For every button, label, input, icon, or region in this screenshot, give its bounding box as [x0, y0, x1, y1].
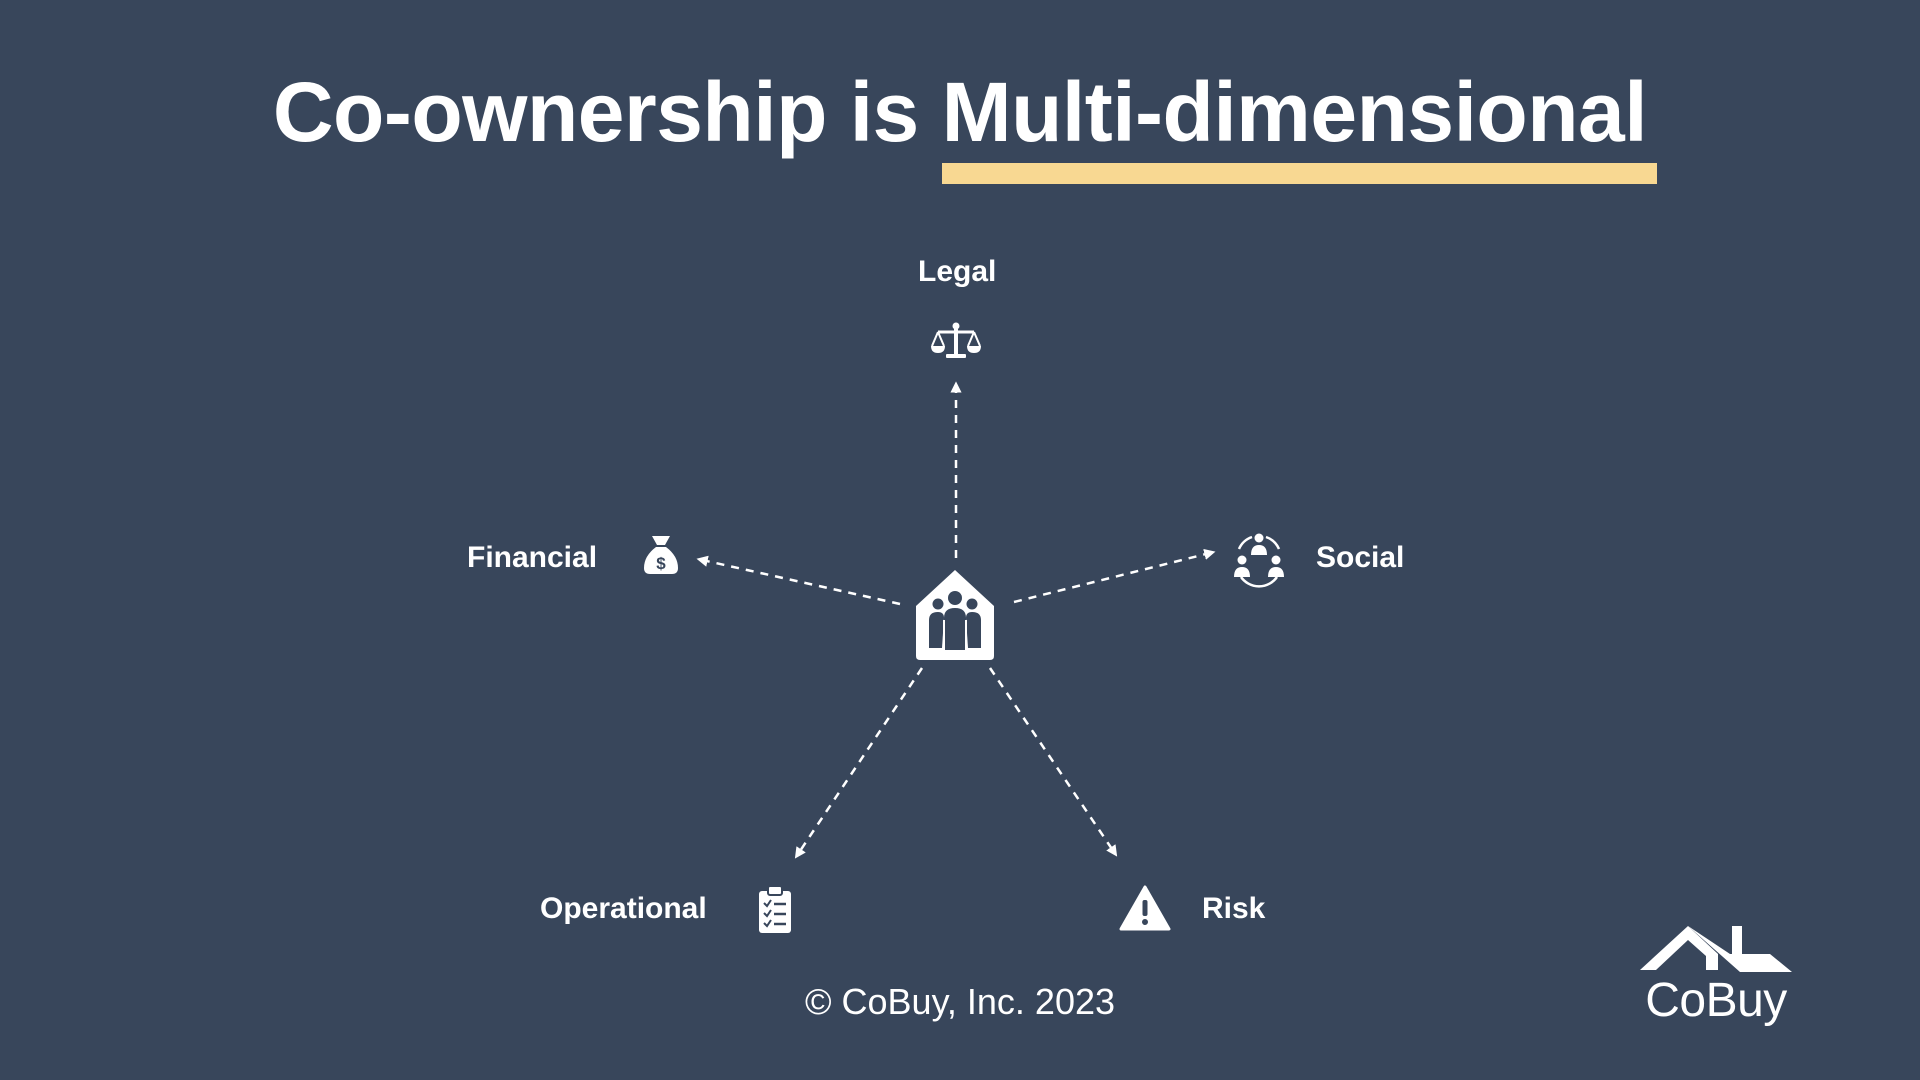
title-plain: Co-ownership is [272, 65, 942, 159]
cobuy-logo: CoBuy [1636, 922, 1796, 1032]
arrow-social [1013, 548, 1216, 604]
house-with-people-icon [916, 570, 994, 660]
clipboard-checklist-icon [759, 885, 791, 933]
logo-text: CoBuy [1645, 974, 1787, 1027]
label-legal: Legal [918, 255, 997, 288]
svg-text:$: $ [656, 554, 666, 573]
arrow-financial [696, 555, 901, 606]
title-highlight: Multi-dimensional [941, 62, 1657, 184]
scales-icon [931, 322, 981, 358]
copyright-footer: © CoBuy, Inc. 2023 [804, 981, 1116, 1022]
arrow-operational [794, 667, 924, 859]
money-bag-icon: $ [644, 536, 678, 574]
community-icon [1234, 533, 1284, 588]
label-social: Social [1316, 541, 1405, 574]
warning-triangle-icon [1119, 885, 1171, 931]
slide-title: Co-ownership is Multi-dimensional [0, 62, 1920, 184]
label-operational: Operational [540, 892, 707, 925]
label-risk: Risk [1202, 892, 1266, 925]
arrow-risk [988, 667, 1118, 857]
label-financial: Financial [467, 541, 598, 574]
roof-icon [1640, 926, 1792, 972]
